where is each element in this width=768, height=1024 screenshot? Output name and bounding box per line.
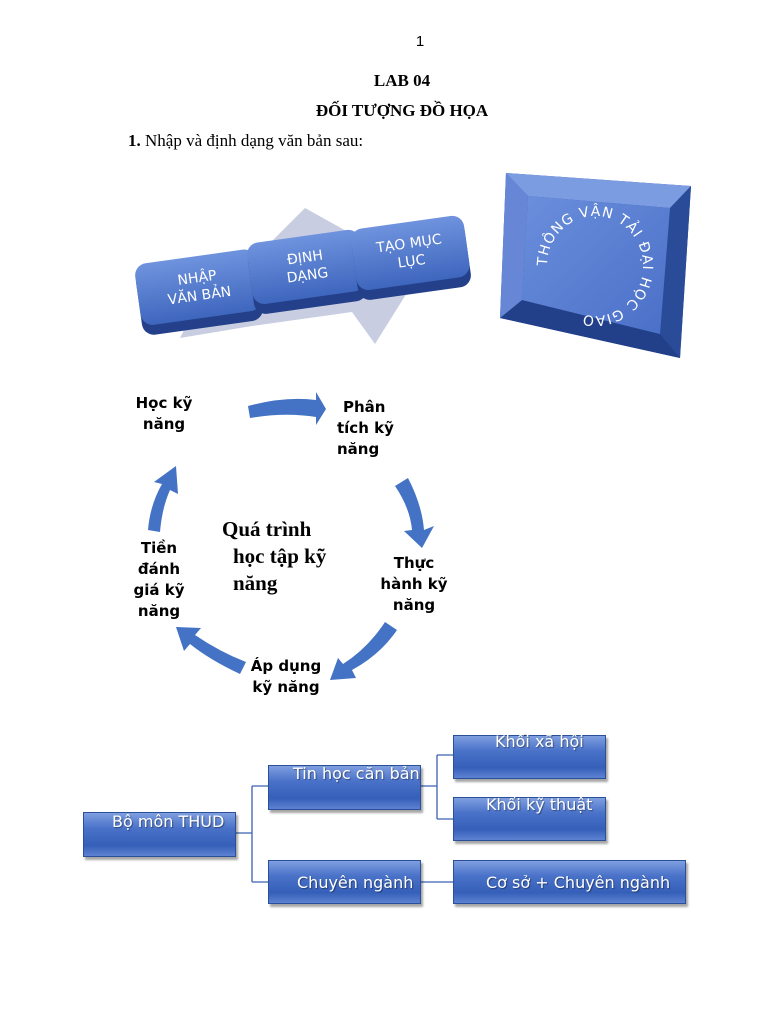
university-plaque: THÔNG VẬN TẢI ĐẠI HỌC GIAO [500, 173, 691, 358]
org-box-co-so-chuyen-nganh: Cơ sở + Chuyên ngành [453, 860, 686, 904]
process-step-1-line2: VĂN BẢN [167, 282, 233, 309]
cycle-node-ap-dung-line1: Áp dụng [250, 657, 322, 675]
page-number: 1 [415, 33, 425, 50]
cycle-center-line1: Quá trình [222, 517, 312, 541]
process-background-arrow [180, 208, 420, 344]
plaque-curved-text-path: THÔNG VẬN TẢI ĐẠI HỌC GIAO [535, 202, 654, 328]
cycle-node-phan-tich-line2: tích kỹ [337, 419, 394, 437]
document-subtitle: ĐỐI TƯỢNG ĐỒ HỌA [315, 101, 489, 120]
cycle-node-thuc-hanh-line3: năng [392, 596, 436, 614]
cycle-node-phan-tich-line1: Phân [343, 398, 386, 416]
process-step-nhap-van-ban: NHẬP VĂN BẢN [135, 249, 263, 335]
cycle-node-tien-danh-gia-line1: Tiền [140, 539, 178, 557]
org-box-co-so-chuyen-nganh-label: Cơ sở + Chuyên ngành [486, 873, 671, 892]
org-box-khoi-xa-hoi-label: Khối xã hội [495, 732, 584, 751]
lab-title: LAB 04 [373, 71, 431, 90]
process-step-tao-muc-luc: TẠO MỤC LỤC [351, 215, 471, 300]
process-step-1-line1: NHẬP [176, 266, 217, 289]
cycle-center-line2: học tập kỹ [233, 544, 327, 568]
instruction: 1. Nhập và định dạng văn bản sau: [128, 131, 363, 151]
process-step-2-line2: DẠNG [286, 265, 330, 287]
cycle-node-tien-danh-gia-ky-nang: Tiền đánh giá kỹ năng [126, 538, 192, 622]
cycle-node-phan-tich-ky-nang: Phân tích kỹ năng [334, 397, 398, 460]
cycle-arrow-left [148, 466, 178, 532]
cycle-arrow-right-upper [395, 478, 434, 548]
cycle-node-hoc-ky-nang: Học kỹ năng [128, 393, 200, 435]
cycle-arrow-bottom-left [176, 627, 246, 674]
org-box-khoi-xa-hoi: Khối xã hội [453, 732, 606, 779]
cycle-node-tien-danh-gia-line3: giá kỹ [133, 581, 185, 599]
cycle-node-tien-danh-gia-line4: năng [137, 602, 181, 620]
instruction-text: Nhập và định dạng văn bản sau: [145, 131, 364, 150]
cycle-node-thuc-hanh-line1: Thực [393, 554, 435, 572]
cycle-node-tien-danh-gia-line2: đánh [137, 560, 181, 578]
org-box-tin-hoc-can-ban: Tin học căn bản [268, 764, 421, 810]
org-box-tin-hoc-can-ban-label: Tin học căn bản [293, 764, 420, 783]
cycle-center-line3: năng [233, 571, 278, 595]
org-box-khoi-ky-thuat-label: Khối kỹ thuật [486, 795, 593, 814]
process-step-dinh-dang: ĐỊNH DẠNG [247, 229, 367, 314]
process-step-3-line2: LỤC [397, 252, 427, 272]
process-step-2-line1: ĐỊNH [286, 248, 324, 269]
org-box-khoi-ky-thuat: Khối kỹ thuật [453, 795, 606, 841]
org-box-bo-mon-thud: Bộ môn THUD [83, 812, 236, 857]
process-step-3-line1: TẠO MỤC [374, 231, 443, 256]
instruction-number: 1. [128, 131, 141, 150]
org-box-bo-mon-thud-label: Bộ môn THUD [112, 812, 225, 831]
cycle-arrow-top [248, 392, 326, 425]
cycle-node-phan-tich-line3: năng [337, 440, 380, 458]
cycle-node-thuc-hanh-line2: hành kỹ [380, 575, 448, 593]
cycle-node-hoc-line2: năng [142, 415, 186, 433]
org-box-chuyen-nganh-label: Chuyên ngành [297, 873, 414, 892]
cycle-node-ap-dung-ky-nang: Áp dụng kỹ năng [244, 656, 328, 698]
org-box-chuyen-nganh: Chuyên ngành [268, 860, 421, 904]
plaque-curved-text: THÔNG VẬN TẢI ĐẠI HỌC GIAO [535, 202, 655, 328]
cycle-arrow-right-lower [330, 622, 397, 680]
cycle-node-hoc-line1: Học kỹ [135, 394, 193, 412]
cycle-node-ap-dung-line2: kỹ năng [252, 678, 320, 696]
cycle-node-thuc-hanh-ky-nang: Thực hành kỹ năng [374, 553, 454, 616]
cycle-center-label: Quá trình học tập kỹ năng [222, 516, 326, 597]
